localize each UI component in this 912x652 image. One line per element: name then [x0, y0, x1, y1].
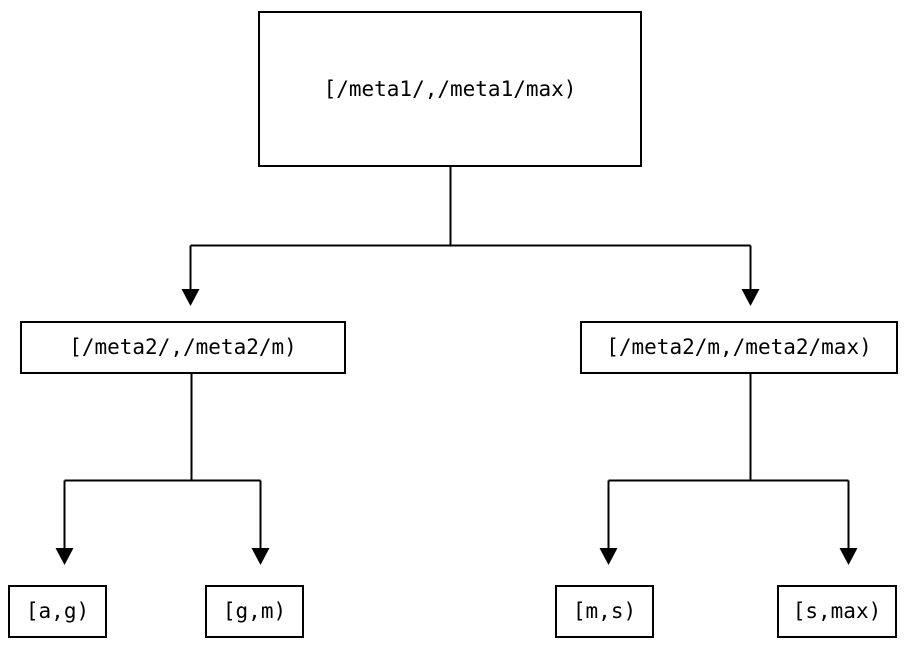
- node-mid-right[interactable]: [/meta2/m,/meta2/max): [579, 320, 899, 375]
- node-mid-left[interactable]: [/meta2/,/meta2/m): [19, 320, 347, 375]
- node-leaf-2[interactable]: [g,m): [204, 584, 305, 639]
- node-root-box: [257, 10, 643, 168]
- edge-group-mid-left: [55, 373, 270, 565]
- node-leaf-1[interactable]: [a,g): [7, 584, 108, 639]
- edge-group-root: [181, 166, 760, 306]
- node-mid-left-box: [19, 320, 347, 375]
- arrowhead-leaf-3-icon: [599, 548, 618, 565]
- arrowhead-mid-left-icon: [181, 289, 200, 306]
- node-mid-right-box: [579, 320, 899, 375]
- node-leaf-2-box: [204, 584, 305, 639]
- node-leaf-1-label: [a,g): [26, 599, 89, 623]
- node-leaf-3[interactable]: [m,s): [554, 584, 655, 639]
- node-leaf-4[interactable]: [s,max): [776, 584, 898, 639]
- node-root-label: [/meta1/,/meta1/max): [324, 77, 577, 101]
- node-leaf-4-box: [776, 584, 898, 639]
- node-leaf-3-box: [554, 584, 655, 639]
- node-leaf-4-label: [s,max): [793, 599, 882, 623]
- node-leaf-1-box: [7, 584, 108, 639]
- node-leaf-2-label: [g,m): [223, 599, 286, 623]
- arrowhead-leaf-1-icon: [55, 548, 74, 565]
- node-mid-right-label: [/meta2/m,/meta2/max): [606, 335, 872, 359]
- arrowhead-leaf-4-icon: [839, 548, 858, 565]
- node-leaf-3-label: [m,s): [573, 599, 636, 623]
- arrowhead-mid-right-icon: [741, 289, 760, 306]
- node-mid-left-label: [/meta2/,/meta2/m): [69, 335, 297, 359]
- node-root[interactable]: [/meta1/,/meta1/max): [257, 10, 643, 168]
- arrowhead-leaf-2-icon: [251, 548, 270, 565]
- edge-group-mid-right: [599, 373, 858, 565]
